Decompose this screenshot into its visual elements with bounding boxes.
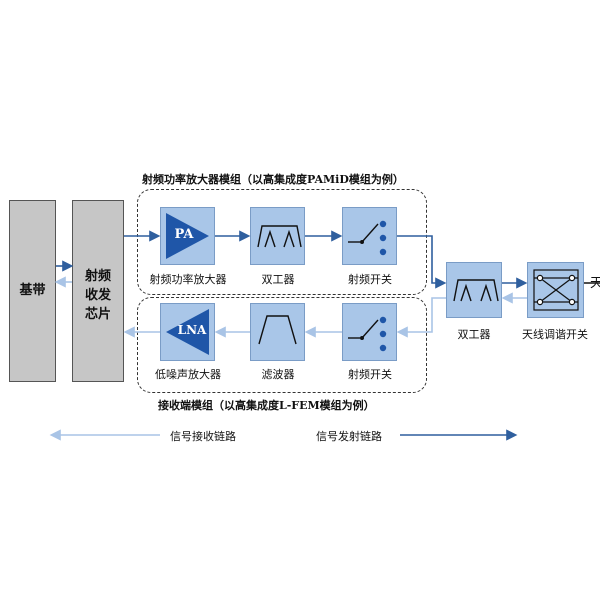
legend-tx-text: 信号发射链路 <box>316 430 382 443</box>
rf-transceiver-block: 射频 收发 芯片 <box>72 200 124 382</box>
rf-transceiver-label-3: 芯片 <box>84 307 111 322</box>
tx-rf-switch-block <box>342 207 397 265</box>
tx-rf-switch-icon <box>348 220 387 256</box>
tx-arrow-switch-main-duplexer <box>397 235 447 289</box>
antenna-tuner-caption: 天线调谐开关 <box>522 328 588 341</box>
rf-transceiver-label-2: 收发 <box>84 288 111 303</box>
tx-caption-pa: 射频功率放大器 <box>149 273 227 286</box>
tx-group-title: 射频功率放大器模组（以高集成度PAMiD模组为例） <box>142 173 404 186</box>
main-duplexer-icon <box>453 279 499 302</box>
main-duplexer-caption: 双工器 <box>457 328 491 341</box>
rx-group-title: 接收端模组（以高集成度L-FEM模组为例） <box>158 399 375 412</box>
filter-block <box>250 303 305 361</box>
rx-caption-rf-switch: 射频开关 <box>348 368 392 381</box>
tx-duplexer-icon <box>257 225 302 248</box>
rx-arrow-main-duplexer-switch <box>396 297 446 338</box>
lna-amplifier-icon <box>166 309 209 355</box>
tx-module-group <box>137 189 427 295</box>
main-duplexer-block <box>446 262 502 318</box>
legend-rx-text: 信号接收链路 <box>170 430 236 443</box>
tx-duplexer-block <box>250 207 305 265</box>
rx-rf-switch-icon <box>348 316 387 352</box>
lna-text: LNA <box>177 323 207 337</box>
baseband-block: 基带 <box>9 200 56 382</box>
rf-transceiver-label-1: 射频 <box>84 269 111 284</box>
antenna-tuner-icon <box>533 269 579 311</box>
pa-text: PA <box>174 227 194 242</box>
filter-icon <box>258 315 297 345</box>
rx-rf-switch-block <box>342 303 397 361</box>
tx-caption-duplexer: 双工器 <box>261 273 295 286</box>
baseband-label: 基带 <box>19 283 46 298</box>
rx-caption-lna: 低噪声放大器 <box>155 368 221 381</box>
rx-module-group <box>137 297 427 393</box>
rx-caption-filter: 滤波器 <box>261 368 295 381</box>
pa-amplifier-icon <box>166 213 209 259</box>
tx-caption-rf-switch: 射频开关 <box>348 273 392 286</box>
